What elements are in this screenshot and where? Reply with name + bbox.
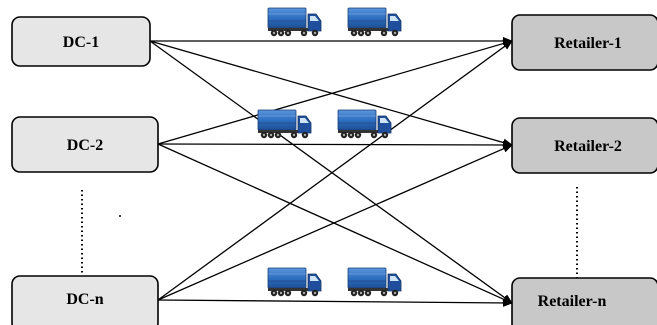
retailer-node-2: Retailer-2 [511, 117, 657, 174]
blue-semi-truck-icon [267, 7, 322, 37]
blue-semi-truck-icon [347, 267, 402, 297]
connection-arrow-3-2 [157, 144, 513, 301]
retailer-node-n: Retailer-n [511, 277, 657, 325]
blue-semi-truck-icon [257, 109, 312, 139]
blue-semi-truck-icon [347, 7, 402, 37]
connection-lines [149, 37, 513, 307]
connection-arrow-3-1 [157, 40, 513, 301]
retailer-node-1: Retailer-1 [511, 14, 657, 71]
truck-pair-top [267, 7, 402, 37]
dc-node-1: DC-1 [11, 16, 151, 67]
stray-dot [119, 215, 121, 217]
connection-arrow-2-1 [157, 39, 513, 145]
connection-arrow-2-2 [157, 140, 513, 149]
dc-node-label: DC-2 [67, 137, 103, 154]
retailer-node-label: Retailer-n [538, 293, 607, 310]
connection-arrow-2-3 [157, 143, 513, 304]
retailer-node-label: Retailer-2 [554, 138, 622, 155]
connection-arrow-3-3 [157, 298, 513, 307]
connection-arrow-1-3 [149, 40, 513, 304]
dc-node-n: DC-n [11, 275, 159, 325]
dc-node-label: DC-n [66, 291, 103, 308]
blue-semi-truck-icon [267, 267, 322, 297]
truck-pair-middle [257, 109, 392, 139]
dc-node-label: DC-1 [63, 34, 99, 51]
blue-semi-truck-icon [337, 109, 392, 139]
truck-pair-bottom [267, 267, 402, 297]
retailer-node-label: Retailer-1 [554, 35, 622, 52]
dc-node-2: DC-2 [11, 116, 159, 173]
